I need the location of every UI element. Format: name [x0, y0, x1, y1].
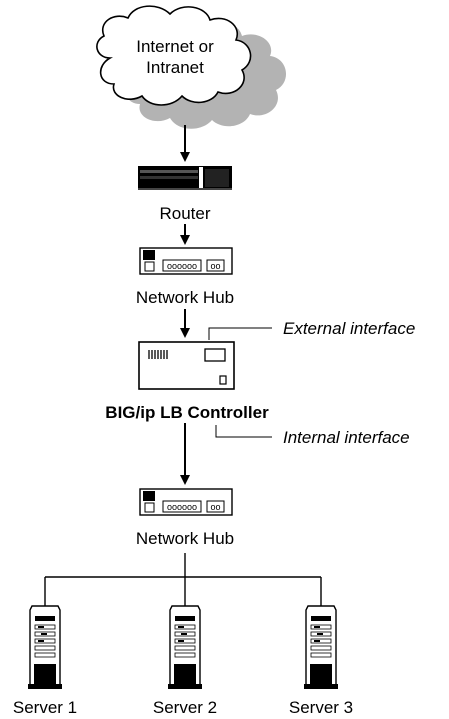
router-icon	[138, 166, 232, 190]
router-label: Router	[159, 204, 210, 223]
internal-interface-label: Internal interface	[283, 428, 410, 447]
network-hub-icon: oooooo oo	[139, 488, 233, 516]
controller-label: BIG/ip LB Controller	[105, 403, 269, 422]
internal-interface-leader	[215, 425, 272, 438]
cloud-outline	[96, 5, 252, 106]
server-bus	[44, 553, 322, 606]
internet-cloud-icon: Internet or Intranet	[96, 5, 287, 129]
svg-text:oooooo: oooooo	[167, 502, 197, 512]
hub-top-label: Network Hub	[136, 288, 234, 307]
external-interface-label: External interface	[283, 319, 415, 338]
svg-text:oo: oo	[210, 261, 220, 271]
network-hub-icon: oooooo oo	[139, 247, 233, 275]
server-icon	[28, 605, 62, 689]
controller-icon	[138, 341, 235, 390]
server-1-label: Server 1	[13, 698, 77, 717]
svg-text:oooooo: oooooo	[167, 261, 197, 271]
cloud-label-line2: Intranet	[146, 58, 204, 77]
server-3-label: Server 3	[289, 698, 353, 717]
external-interface-leader	[208, 327, 272, 340]
server-2-label: Server 2	[153, 698, 217, 717]
server-icon	[168, 605, 202, 689]
server-icon	[304, 605, 338, 689]
cloud-label-line1: Internet or	[136, 37, 214, 56]
svg-text:oo: oo	[210, 502, 220, 512]
hub-bottom-label: Network Hub	[136, 529, 234, 548]
